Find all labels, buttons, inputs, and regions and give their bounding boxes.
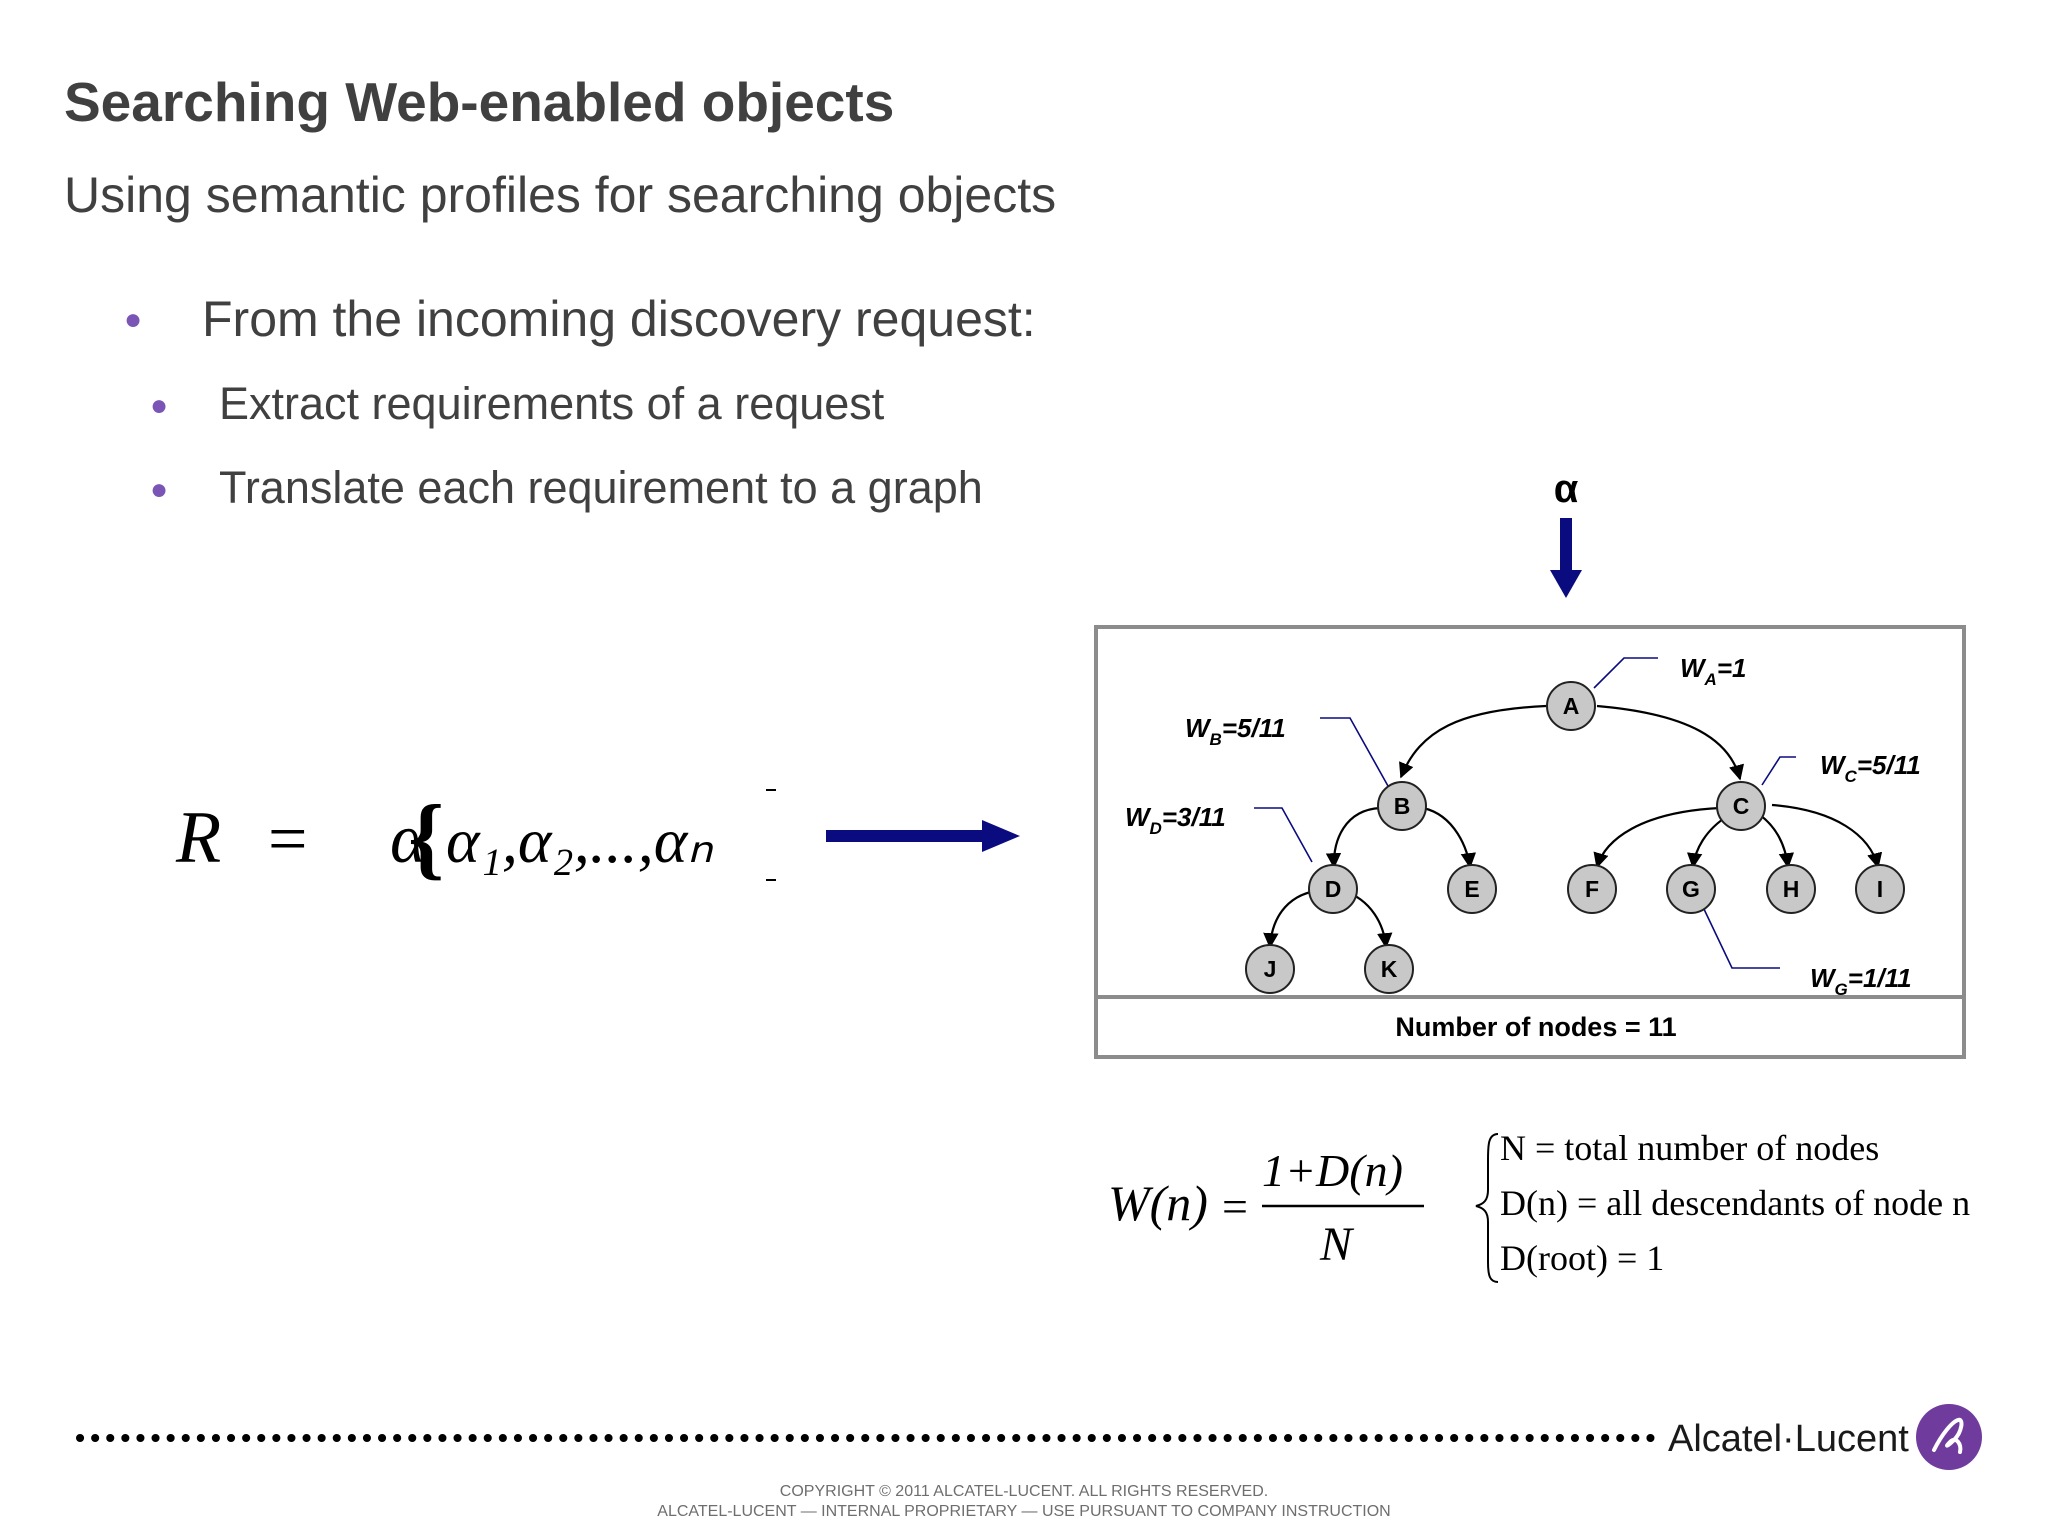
svg-text:I: I bbox=[1877, 876, 1883, 902]
formula-alpha: α bbox=[390, 801, 428, 878]
svg-text:F: F bbox=[1585, 876, 1599, 902]
node-b: B bbox=[1377, 781, 1427, 831]
bullet-icon: ● bbox=[124, 303, 143, 336]
alcatel-lucent-logo-icon bbox=[1916, 1404, 1982, 1470]
footer-copyright: COPYRIGHT © 2011 ALCATEL-LUCENT. ALL RIG… bbox=[0, 1482, 2048, 1522]
weight-leaders bbox=[1254, 657, 1796, 969]
svg-text:D: D bbox=[1325, 876, 1342, 902]
copyright-line-1: COPYRIGHT © 2011 ALCATEL-LUCENT. ALL RIG… bbox=[779, 1483, 1269, 1500]
weight-label-b: WB=5/11 bbox=[1185, 713, 1286, 749]
right-arrow-icon bbox=[826, 820, 1020, 852]
weight-label-c: WC=5/11 bbox=[1820, 750, 1921, 786]
formula-brace: { bbox=[408, 786, 444, 888]
svg-text:H: H bbox=[1783, 876, 1800, 902]
node-i: I bbox=[1855, 864, 1905, 914]
svg-text:E: E bbox=[1464, 876, 1479, 902]
node-f: F bbox=[1567, 864, 1617, 914]
down-arrow-icon bbox=[1550, 518, 1582, 598]
definition-root: D(root) = 1 bbox=[1500, 1238, 1664, 1278]
svg-text:A: A bbox=[1563, 693, 1580, 719]
node-a: A bbox=[1546, 681, 1596, 731]
slide-subtitle: Using semantic profiles for searching ob… bbox=[64, 167, 1057, 223]
bullet-1: From the incoming discovery request: bbox=[202, 291, 1036, 347]
svg-text:G: G bbox=[1682, 876, 1700, 902]
definition-n: N = total number of nodes bbox=[1500, 1128, 1879, 1168]
tree-edges bbox=[1263, 704, 1883, 949]
node-d: D bbox=[1308, 864, 1358, 914]
node-k: K bbox=[1364, 944, 1414, 994]
node-j: J bbox=[1245, 944, 1295, 994]
formula-items: α₁,α₂,...,αₙ bbox=[446, 805, 714, 876]
weight-formula-equals: = bbox=[1222, 1181, 1248, 1232]
formula-r: R bbox=[175, 797, 221, 879]
bullet-icon: ● bbox=[150, 473, 169, 506]
node-c: C bbox=[1716, 781, 1766, 831]
node-h: H bbox=[1766, 864, 1816, 914]
weight-formula-lhs: W(n) bbox=[1108, 1175, 1208, 1231]
request-formula: R = α { α₁,α₂,...,αₙ bbox=[175, 786, 776, 888]
formula-equals: = bbox=[268, 801, 307, 878]
weight-label-d: WD=3/11 bbox=[1125, 802, 1226, 838]
weight-formula-denominator: N bbox=[1319, 1218, 1355, 1271]
bullet-2: Extract requirements of a request bbox=[219, 378, 885, 429]
node-g: G bbox=[1666, 864, 1716, 914]
svg-text:J: J bbox=[1264, 956, 1277, 982]
definition-dn: D(n) = all descendants of node n bbox=[1500, 1183, 1970, 1223]
brand-name: Alcatel·Lucent bbox=[1668, 1418, 1909, 1460]
bullet-icon: ● bbox=[150, 389, 169, 422]
svg-text:K: K bbox=[1381, 956, 1398, 982]
node-e: E bbox=[1447, 864, 1497, 914]
alpha-symbol: α bbox=[1554, 467, 1579, 511]
svg-text:B: B bbox=[1394, 793, 1411, 819]
node-count-label: Number of nodes = 11 bbox=[1395, 1012, 1676, 1042]
slide-title: Searching Web-enabled objects bbox=[64, 71, 895, 133]
tree-frame bbox=[1094, 625, 1966, 1059]
weight-formula-numerator: 1+D(n) bbox=[1262, 1145, 1403, 1196]
copyright-line-2: ALCATEL-LUCENT — INTERNAL PROPRIETARY — … bbox=[657, 1503, 1391, 1520]
tree-nodes: A B C D E F G H I J K bbox=[1245, 681, 1905, 994]
weight-label-g: WG=1/11 bbox=[1810, 963, 1912, 999]
svg-text:C: C bbox=[1733, 793, 1750, 819]
bullet-3: Translate each requirement to a graph bbox=[219, 462, 983, 513]
weight-formula: W(n) = 1+D(n) N N = total number of node… bbox=[1108, 1128, 1970, 1283]
weight-label-a: WA=1 bbox=[1680, 653, 1746, 689]
